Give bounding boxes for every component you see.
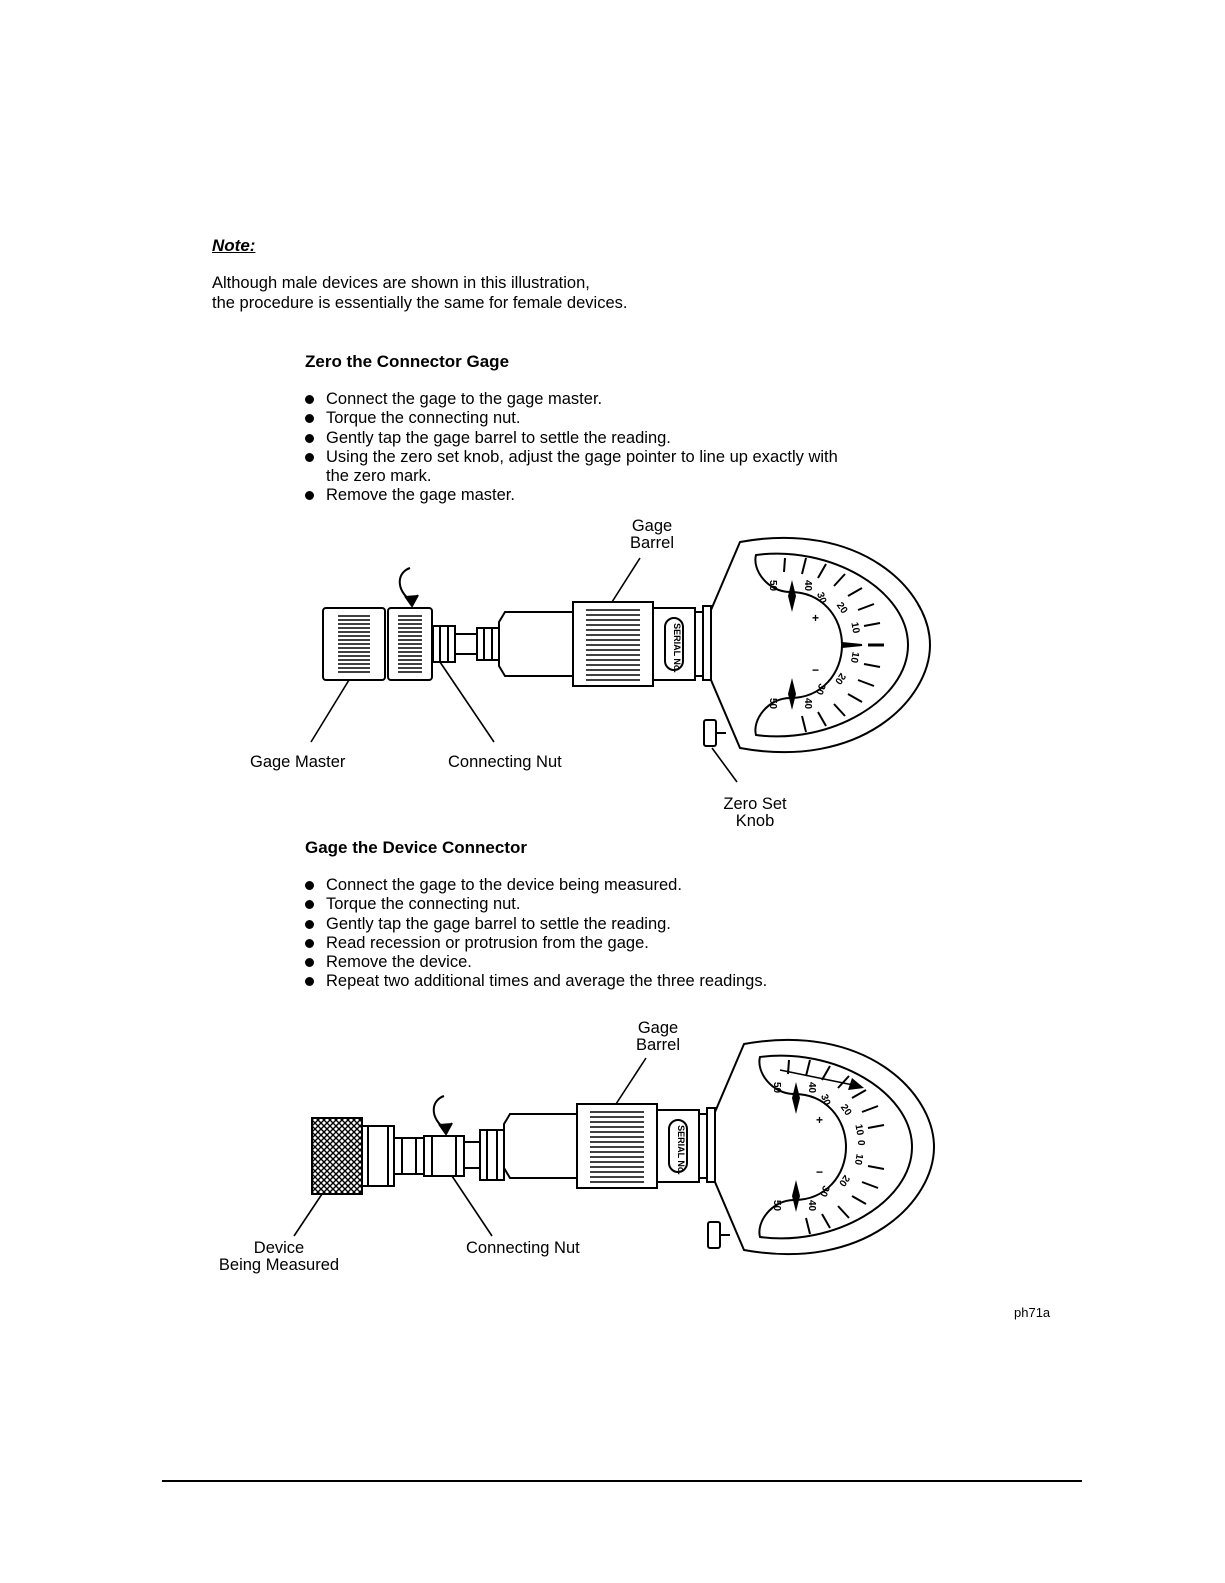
zero-section-steps: Connect the gage to the gage master. Tor…	[305, 390, 838, 506]
footer-rule	[162, 1480, 1082, 1482]
list-item: Using the zero set knob, adjust the gage…	[305, 448, 838, 487]
note-line-1: Although male devices are shown in this …	[212, 274, 590, 292]
list-item: Read recession or protrusion from the ga…	[305, 934, 767, 953]
list-item: Remove the gage master.	[305, 486, 838, 505]
svg-text:30: 30	[814, 591, 828, 606]
zero-section-heading: Zero the Connector Gage	[305, 352, 510, 371]
list-item: Repeat two additional times and average …	[305, 972, 767, 991]
zero-set-knob-2	[707, 1221, 730, 1249]
svg-text:30: 30	[818, 1093, 832, 1108]
svg-text:30: 30	[817, 1184, 831, 1199]
svg-text:40: 40	[802, 580, 813, 592]
svg-text:+: +	[816, 1113, 823, 1127]
device-section-heading: Gage the Device Connector	[305, 838, 528, 857]
svg-text:10: 10	[848, 621, 861, 634]
gage-barrel-label: Gage Barrel	[629, 517, 674, 552]
svg-text:50: 50	[771, 1200, 782, 1212]
svg-text:10: 10	[848, 651, 861, 664]
gage-barrel-label-2: Gage Barrel	[635, 1019, 680, 1054]
device-being-measured	[311, 1117, 425, 1195]
gage-master-body	[322, 607, 386, 681]
gage-barrel	[572, 601, 654, 687]
zero-set-knob-label: Zero Set Knob	[723, 795, 787, 830]
note-title: Note:	[212, 236, 256, 255]
svg-text:0: 0	[855, 1140, 866, 1146]
dial-housing-2: 50 40 30 20 10 0 10 20 30 40 50 + −	[714, 1038, 936, 1256]
zero-gage-diagram: SERIAL No. 50 40	[310, 536, 932, 783]
svg-text:SERIAL No.: SERIAL No.	[676, 1125, 686, 1175]
list-item: Gently tap the gage barrel to settle the…	[305, 429, 838, 448]
svg-text:SERIAL No.: SERIAL No.	[672, 623, 682, 673]
serial-collar-2: SERIAL No.	[656, 1107, 716, 1183]
gage-master-label: Gage Master	[250, 753, 346, 771]
svg-text:50: 50	[767, 698, 778, 710]
svg-text:50: 50	[771, 1082, 782, 1094]
connecting-nut-label-2: Connecting Nut	[466, 1239, 580, 1257]
svg-text:−: −	[816, 1165, 823, 1179]
list-item: Connect the gage to the gage master.	[305, 390, 838, 409]
svg-text:−: −	[812, 663, 819, 677]
connecting-nut-label: Connecting Nut	[448, 753, 562, 771]
gage-barrel-2	[576, 1103, 658, 1189]
zero-set-knob	[703, 719, 726, 747]
svg-text:40: 40	[806, 1082, 817, 1094]
device-label: Device Being Measured	[218, 1239, 340, 1274]
svg-text:10: 10	[852, 1123, 865, 1136]
device-section-steps: Connect the gage to the device being mea…	[305, 876, 767, 992]
serial-collar: SERIAL No.	[652, 605, 712, 681]
svg-text:40: 40	[802, 698, 813, 710]
list-item: Torque the connecting nut.	[305, 895, 767, 914]
note-line-2: the procedure is essentially the same fo…	[212, 294, 628, 312]
svg-text:50: 50	[767, 580, 778, 592]
svg-text:10: 10	[852, 1153, 865, 1166]
connector-adapter	[432, 625, 500, 663]
figure-id: ph71a	[1014, 1305, 1051, 1320]
svg-text:30: 30	[813, 682, 827, 697]
device-gage-diagram: SERIAL No. 50 40 30	[293, 1038, 936, 1256]
svg-text:+: +	[812, 611, 819, 625]
connecting-nut-2	[423, 1095, 505, 1181]
list-item: Gently tap the gage barrel to settle the…	[305, 915, 767, 934]
list-item: Torque the connecting nut.	[305, 409, 838, 428]
list-item: Connect the gage to the device being mea…	[305, 876, 767, 895]
bullet-continuation: the zero mark.	[326, 467, 432, 486]
list-item: Remove the device.	[305, 953, 767, 972]
dial-housing: 50 40 30 20 10 10 20 30 40 50 + −	[710, 536, 932, 754]
svg-text:40: 40	[806, 1200, 817, 1212]
connecting-nut	[387, 567, 433, 681]
